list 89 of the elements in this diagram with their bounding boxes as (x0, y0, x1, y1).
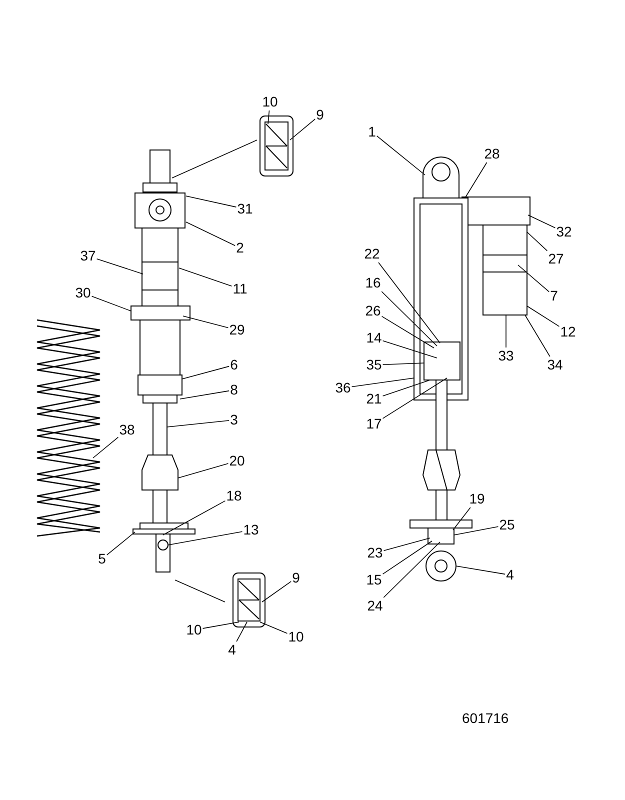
leader-line (180, 390, 230, 400)
leader-line (452, 507, 471, 530)
callout-number: 1 (368, 124, 376, 140)
callout-number: 32 (556, 224, 572, 240)
callout-number: 2 (236, 240, 244, 256)
leader-line (351, 378, 414, 388)
bearing-drawing (232, 572, 266, 628)
callout-number: 35 (366, 358, 382, 372)
callout-number: 22 (364, 246, 380, 262)
coil-spring-drawing (36, 319, 101, 537)
leader-line (464, 162, 488, 198)
callout-number: 29 (229, 322, 245, 338)
leader-line (186, 196, 237, 208)
leader-line (91, 296, 132, 312)
callout-number: 7 (550, 288, 558, 304)
leader-line (290, 118, 316, 140)
leader-line (182, 316, 229, 328)
callout-number: 28 (484, 146, 500, 162)
callout-number: 12 (560, 324, 576, 340)
callout-number: 34 (547, 358, 563, 372)
callout-number: 24 (367, 598, 383, 614)
callout-number: 4 (506, 568, 514, 582)
leader-line (376, 136, 426, 176)
leader-line (174, 580, 226, 602)
callout-number: 5 (98, 552, 106, 566)
leader-line (381, 316, 434, 348)
leader-line (106, 532, 136, 556)
leader-line (518, 264, 550, 292)
callout-number: 3 (230, 412, 238, 428)
leader-line (382, 378, 448, 419)
leader-line (383, 538, 430, 551)
callout-number: 4 (228, 642, 236, 658)
callout-number: 8 (230, 382, 238, 398)
leader-line (186, 222, 236, 246)
callout-number: 23 (367, 546, 383, 560)
callout-number: 13 (243, 522, 259, 538)
callout-number: 33 (498, 348, 514, 364)
callout-number: 15 (366, 572, 382, 588)
leader-line (182, 366, 230, 380)
callout-number: 10 (288, 630, 304, 644)
leader-line (236, 622, 248, 642)
leader-line (382, 380, 430, 396)
leader-line (262, 581, 292, 602)
callout-number: 11 (232, 282, 248, 296)
leader-line (382, 362, 424, 366)
callout-number: 10 (262, 94, 278, 110)
callout-number: 17 (366, 416, 382, 432)
leader-line (383, 542, 440, 598)
callout-number: 26 (365, 304, 381, 318)
bearing-drawing (260, 116, 294, 176)
callout-number: 27 (548, 252, 564, 266)
callout-number: 9 (316, 108, 324, 122)
leader-line (378, 262, 440, 344)
callout-number: 9 (292, 570, 300, 586)
drawing-number: 601716 (462, 710, 509, 726)
leader-line (381, 291, 438, 346)
leader-line (528, 214, 556, 228)
callout-number: 38 (119, 422, 135, 438)
leader-line (172, 140, 258, 178)
leader-line (268, 110, 270, 124)
leader-line (178, 463, 229, 478)
leader-line (454, 526, 499, 536)
callout-number: 18 (226, 488, 242, 504)
leader-line (382, 340, 438, 358)
leader-line (524, 314, 550, 357)
callout-number: 37 (80, 248, 96, 264)
leader-line (162, 500, 226, 536)
leader-line (526, 306, 560, 327)
callout-number: 14 (366, 330, 382, 346)
leader-line (202, 622, 240, 629)
callout-number: 30 (75, 286, 91, 300)
callout-number: 20 (229, 454, 245, 468)
leader-line (178, 268, 232, 287)
leader-line (92, 436, 119, 458)
leader-line (168, 531, 243, 546)
leader-line (166, 420, 230, 428)
callout-number: 6 (230, 358, 238, 372)
callout-number: 21 (366, 392, 382, 406)
leader-line (382, 540, 432, 574)
leader-line (526, 232, 548, 252)
callout-number: 25 (499, 518, 515, 532)
callout-number: 36 (335, 380, 351, 396)
callout-number: 10 (186, 622, 202, 638)
callout-number: 31 (237, 202, 253, 216)
leader-line (260, 622, 288, 634)
callout-number: 19 (469, 492, 485, 506)
leader-line (96, 258, 144, 274)
leader-line (456, 566, 506, 575)
callout-number: 16 (365, 276, 381, 290)
